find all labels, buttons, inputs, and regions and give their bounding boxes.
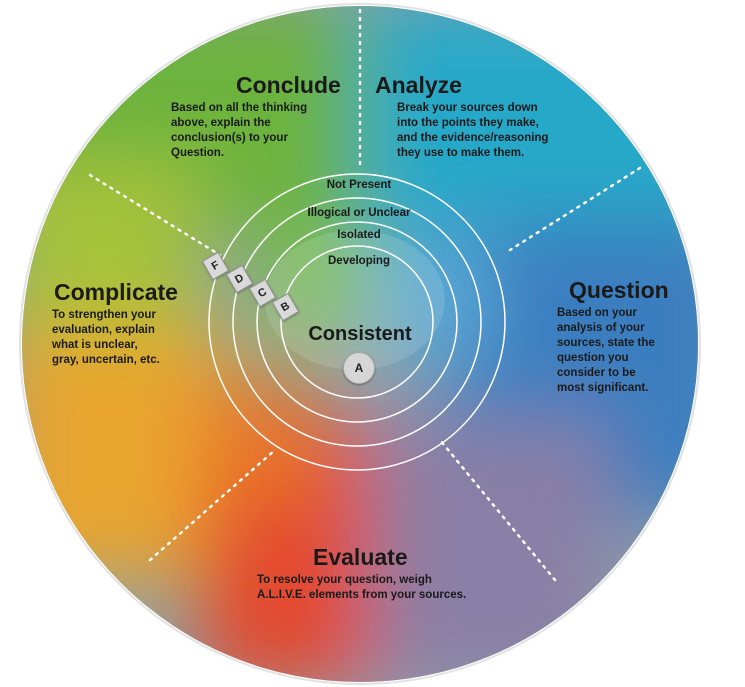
- analyze-line: they use to make them.: [397, 147, 525, 159]
- analyze-line: into the points they make,: [397, 117, 539, 129]
- question-title: Question: [569, 277, 669, 303]
- evaluate-line: To resolve your question, weigh: [257, 574, 432, 586]
- conclude-description: Based on all the thinking above, explain…: [171, 101, 307, 161]
- complicate-title: Complicate: [54, 279, 178, 305]
- question-line: consider to be: [557, 367, 636, 379]
- sector-dividers: [88, 8, 642, 582]
- complicate-line: evaluation, explain: [52, 324, 155, 336]
- evaluate-line: A.L.I.V.E. elements from your sources.: [257, 589, 467, 601]
- question-description: Based on your analysis of your sources, …: [557, 306, 655, 396]
- conclude-line: Based on all the thinking: [171, 102, 308, 114]
- analyze-title: Analyze: [375, 72, 462, 98]
- ring-label-illogical: Illogical or Unclear: [308, 207, 411, 219]
- divider-lower-left: [148, 448, 277, 562]
- grade-a-marker: A: [343, 352, 375, 384]
- conclude-line: conclusion(s) to your: [171, 132, 288, 144]
- ring-not-present: [208, 173, 506, 471]
- complicate-line: what is unclear,: [52, 339, 138, 351]
- analyze-line: Break your sources down: [397, 102, 538, 114]
- question-line: question you: [557, 352, 629, 364]
- ring-developing: [280, 245, 434, 399]
- divider-lower-right: [438, 438, 557, 582]
- ring-label-isolated: Isolated: [337, 229, 380, 241]
- analyze-line: and the evidence/reasoning: [397, 132, 549, 144]
- divider-upper-left: [88, 173, 222, 257]
- question-line: sources, state the: [557, 337, 655, 349]
- evaluate-title: Evaluate: [313, 544, 408, 570]
- divider-upper-right: [508, 166, 642, 252]
- center-level-label: Consistent: [308, 323, 412, 345]
- ring-label-developing: Developing: [328, 255, 390, 267]
- ring-isolated: [256, 221, 458, 423]
- analyze-description: Break your sources down into the points …: [397, 101, 548, 161]
- level-rings: [208, 173, 506, 471]
- question-line: analysis of your: [557, 322, 645, 334]
- ring-label-not-present: Not Present: [327, 179, 392, 191]
- ring-illogical: [232, 197, 482, 447]
- question-line: Based on your: [557, 307, 637, 319]
- complicate-description: To strengthen your evaluation, explain w…: [52, 308, 160, 368]
- complicate-line: To strengthen your: [52, 309, 156, 321]
- complicate-line: gray, uncertain, etc.: [52, 354, 160, 366]
- evaluate-description: To resolve your question, weigh A.L.I.V.…: [257, 573, 466, 603]
- question-line: most significant.: [557, 382, 649, 394]
- conclude-line: Question.: [171, 147, 225, 159]
- conclude-line: above, explain the: [171, 117, 271, 129]
- conclude-title: Conclude: [236, 72, 341, 98]
